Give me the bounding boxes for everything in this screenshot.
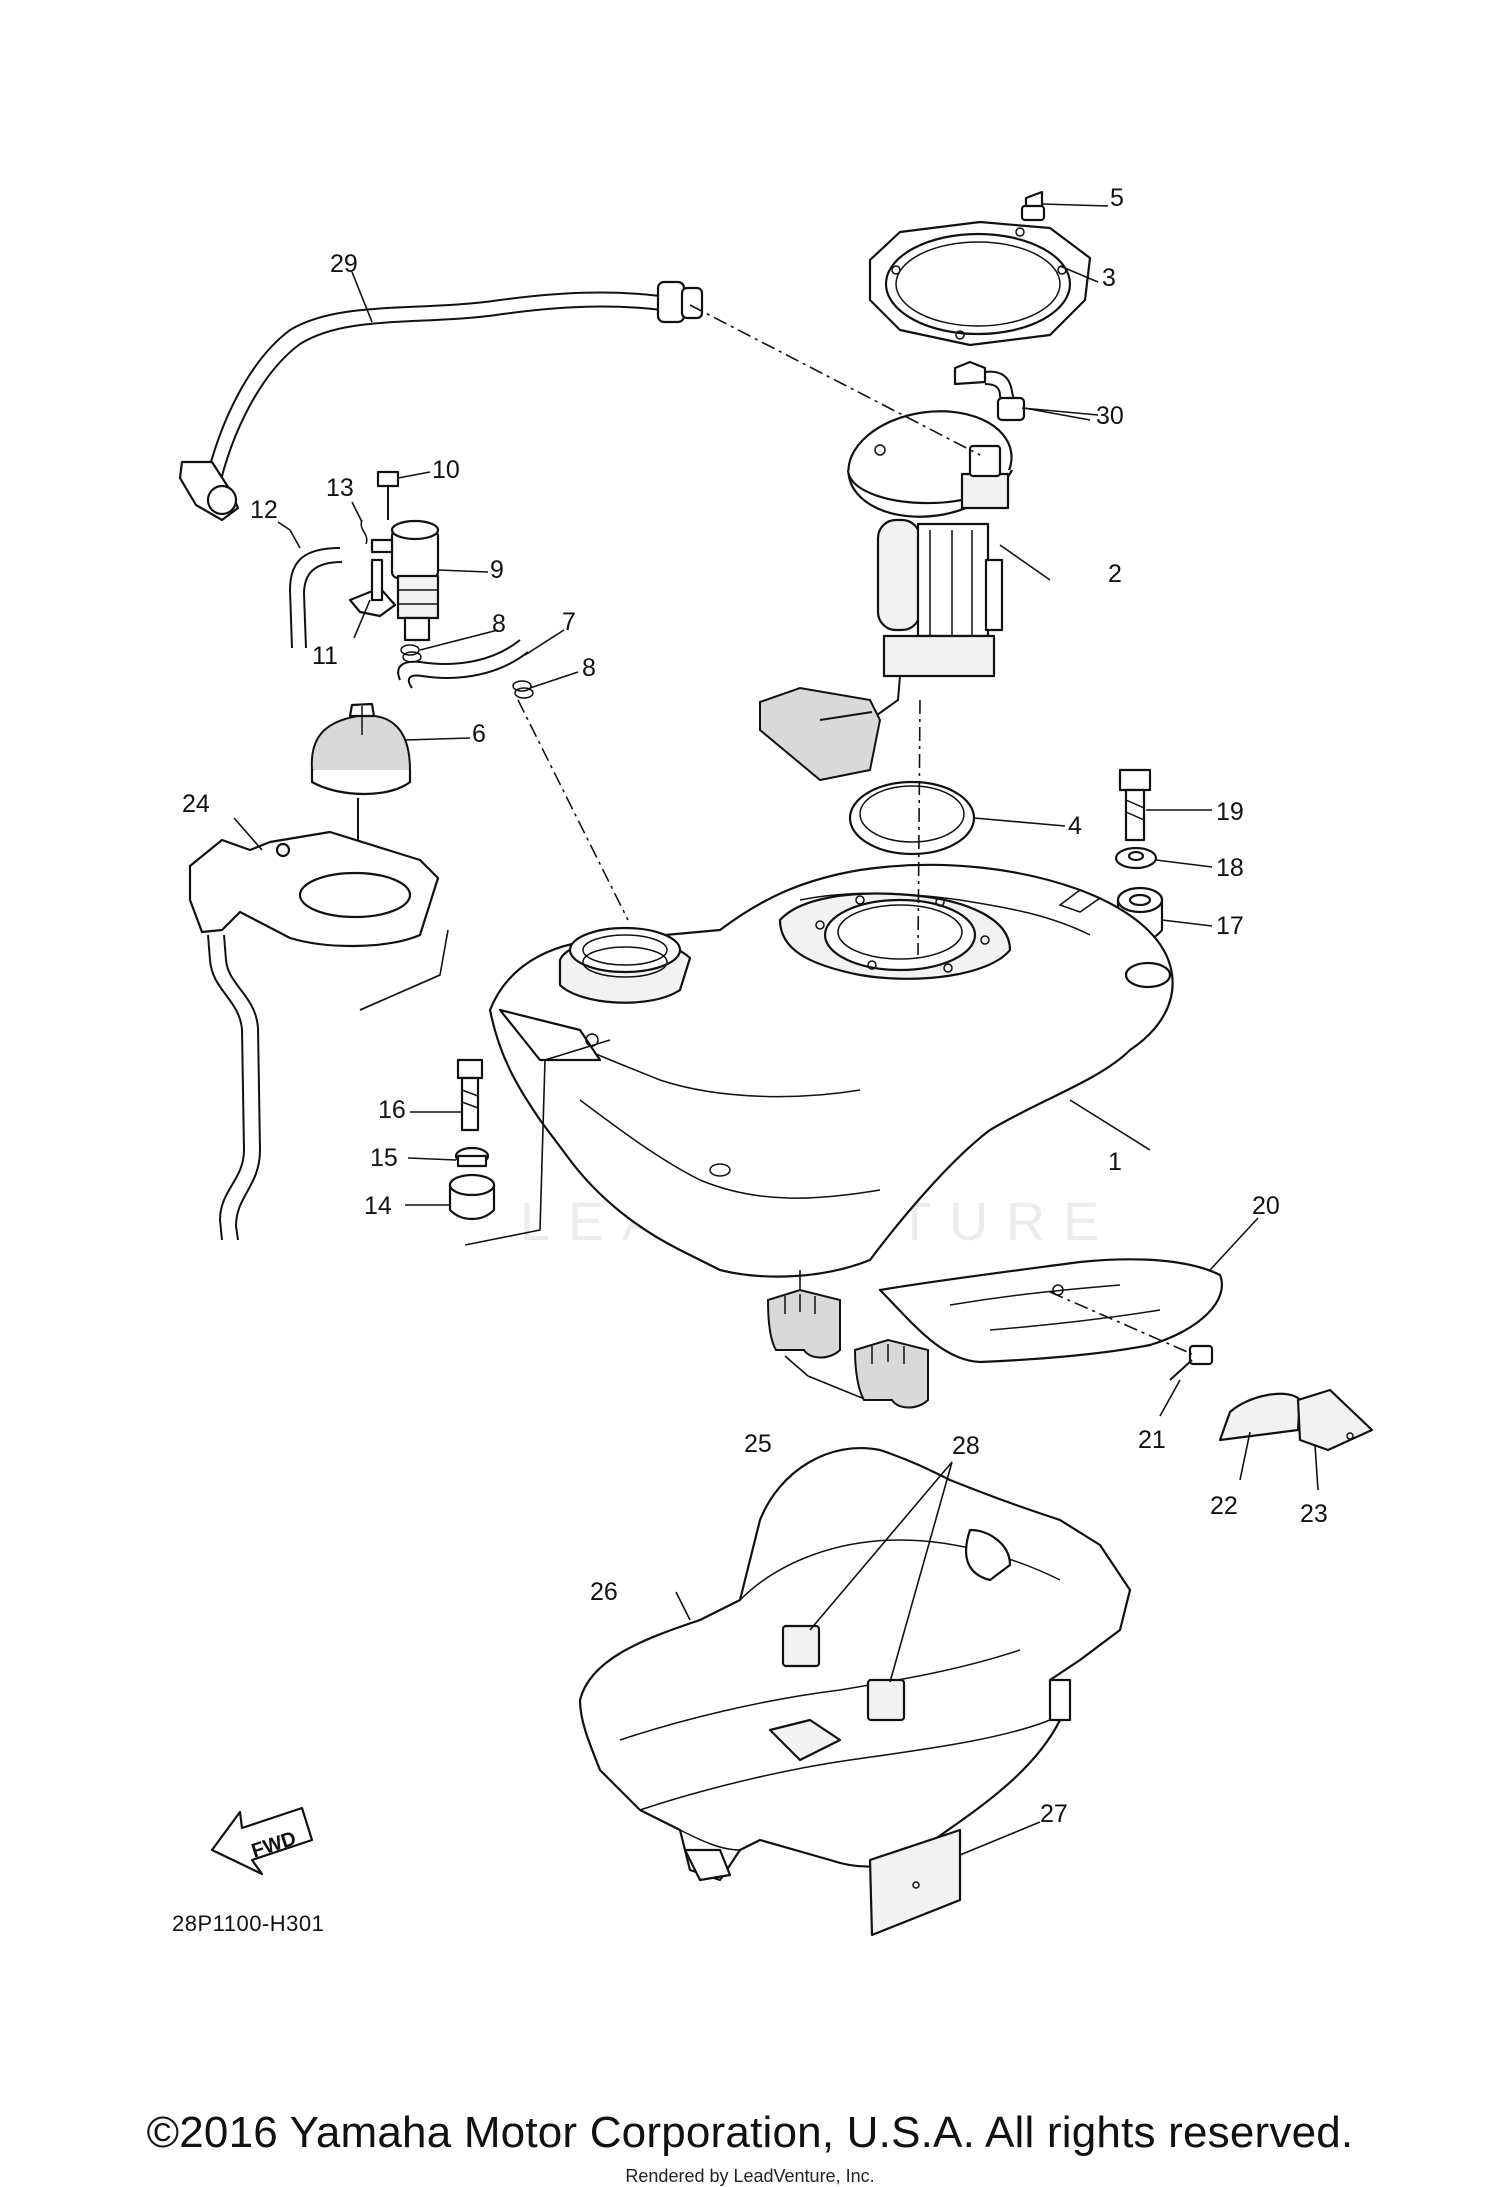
part-18-washer[interactable]: [1114, 846, 1158, 870]
diagram-code: 28P1100-H301: [172, 1911, 324, 1936]
part-28-pad-1[interactable]: [781, 1624, 821, 1668]
part-24-filler-cup[interactable]: [188, 830, 440, 1241]
callout-12: 12: [250, 496, 278, 524]
part-5-screw[interactable]: [1020, 190, 1046, 222]
callout-26: 26: [590, 1578, 618, 1606]
callout-27: 27: [1040, 1800, 1068, 1828]
part-29-breather-hose[interactable]: [178, 280, 704, 522]
callout-16: 16: [378, 1096, 406, 1124]
callout-24: 24: [182, 790, 210, 818]
part-10-bolt[interactable]: [376, 470, 400, 520]
part-30-hose[interactable]: [953, 360, 1026, 422]
callout-15: 15: [370, 1144, 398, 1172]
fwd-arrow-icon: FWD: [210, 1806, 314, 1876]
part-26-skid-plate[interactable]: [578, 1447, 1132, 1882]
part-1-fuel-tank[interactable]: [488, 863, 1174, 1278]
callout-1: 1: [1108, 1148, 1122, 1176]
callout-23: 23: [1300, 1500, 1328, 1528]
part-11-bracket[interactable]: [348, 558, 397, 618]
callout-9: 9: [490, 556, 504, 584]
callout-leaders: [233, 203, 1319, 1856]
callout-7: 7: [562, 608, 576, 636]
part-2-fuel-pump[interactable]: [759, 401, 1018, 782]
copyright-notice: ©2016 Yamaha Motor Corporation, U.S.A. A…: [146, 2108, 1354, 2157]
part-6-fuel-cap[interactable]: [310, 702, 412, 930]
callout-5: 5: [1110, 184, 1124, 212]
part-9-valve[interactable]: [370, 519, 440, 642]
callout-8-lower: 8: [582, 654, 596, 682]
callout-18: 18: [1216, 854, 1244, 882]
part-19-bolt[interactable]: [1118, 768, 1152, 842]
rendered-by-notice: Rendered by LeadVenture, Inc.: [625, 2166, 875, 2186]
callout-29: 29: [330, 250, 358, 278]
part-23-cover[interactable]: [1296, 1388, 1374, 1452]
callout-30: 30: [1096, 402, 1124, 430]
part-16-bolt[interactable]: [456, 1058, 484, 1132]
part-7-hose[interactable]: [397, 639, 529, 689]
callout-20: 20: [1252, 1192, 1280, 1220]
callout-10: 10: [432, 456, 460, 484]
callout-21: 21: [1138, 1426, 1166, 1454]
part-15-washer[interactable]: [454, 1146, 490, 1168]
tank-mount-bolts: [815, 895, 990, 973]
part-27-label[interactable]: [868, 1828, 962, 1937]
callout-13: 13: [326, 474, 354, 502]
callout-17: 17: [1216, 912, 1244, 940]
part-25-damper-2[interactable]: [853, 1338, 929, 1409]
part-28-pad-2[interactable]: [866, 1678, 906, 1722]
part-21-screw[interactable]: [1169, 1344, 1214, 1381]
callout-25: 25: [744, 1430, 772, 1458]
part-14-grommet[interactable]: [448, 1173, 496, 1221]
callout-8-upper: 8: [492, 610, 506, 638]
part-12-hose[interactable]: [288, 547, 343, 649]
callout-19: 19: [1216, 798, 1244, 826]
part-20-heat-shield[interactable]: [878, 1258, 1223, 1364]
part-22-cover[interactable]: [1218, 1392, 1302, 1442]
assembly-lines: [359, 304, 1193, 1355]
callout-numbers: 1 2 3 4 5 6 7 8 8 9 10 11 12 13 14 15 16…: [182, 184, 1328, 1828]
callout-11: 11: [312, 642, 338, 670]
callout-4: 4: [1068, 812, 1082, 840]
part-25-damper-1[interactable]: [766, 1288, 841, 1359]
part-13-clip[interactable]: [360, 519, 368, 545]
callout-14: 14: [364, 1192, 392, 1220]
callout-28: 28: [952, 1432, 980, 1460]
callout-2: 2: [1108, 560, 1122, 588]
part-8-clamp-upper[interactable]: [400, 644, 422, 663]
part-3-plate[interactable]: [868, 220, 1092, 347]
callout-3: 3: [1102, 264, 1116, 292]
callout-22: 22: [1210, 1492, 1238, 1520]
part-8-clamp-lower[interactable]: [512, 680, 534, 699]
callout-6: 6: [472, 720, 486, 748]
part-4-o-ring[interactable]: [848, 780, 976, 856]
